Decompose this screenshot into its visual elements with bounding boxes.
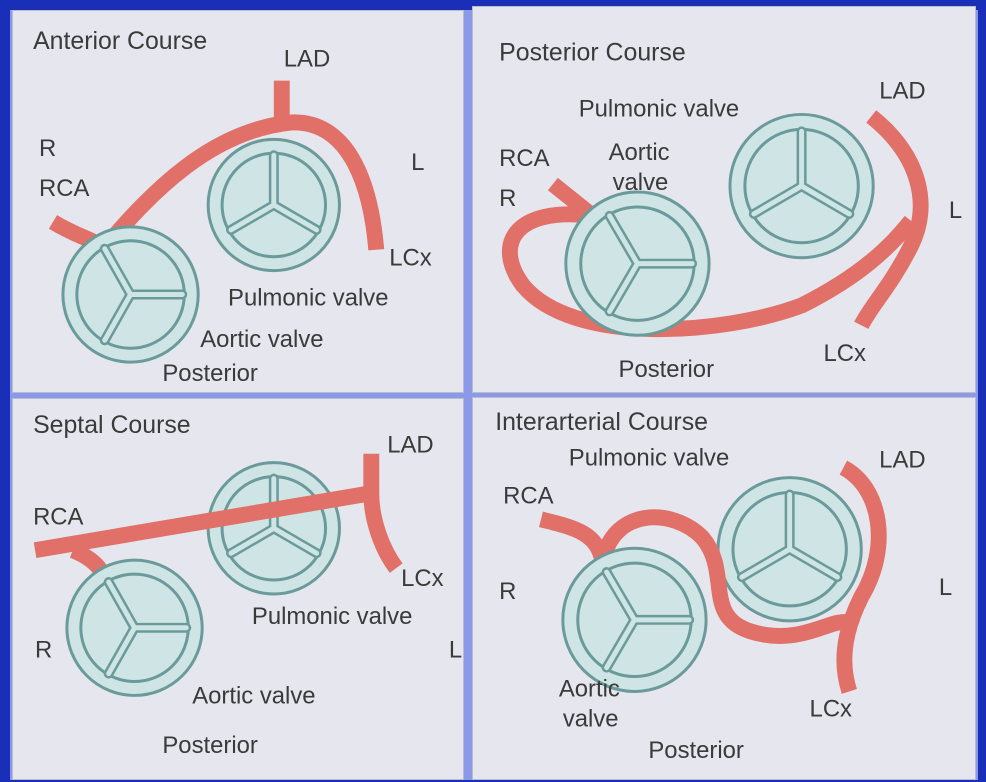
rca-label: RCA xyxy=(33,503,83,530)
aortic-valve-icon xyxy=(563,548,706,691)
lad-label: LAD xyxy=(879,78,925,105)
posterior-label: Posterior xyxy=(619,356,715,383)
interarterial-diagram: Interarterial Course Pulmonic valve LAD … xyxy=(473,398,975,779)
rca-label: RCA xyxy=(39,175,89,202)
aortic-valve-label: Aortic valve xyxy=(192,682,315,709)
panel-posterior-course: Posterior Course LAD Pulmonic valve RCA … xyxy=(472,6,976,393)
aortic-valve-label-2: valve xyxy=(613,169,669,196)
panel-title: Septal Course xyxy=(33,411,191,439)
lcx-label: LCx xyxy=(389,245,431,272)
pulmonic-valve-icon xyxy=(208,139,339,270)
pulmonic-valve-label: Pulmonic valve xyxy=(252,603,412,630)
aortic-valve-icon xyxy=(67,560,202,695)
r-label: R xyxy=(499,185,516,212)
rca-label: RCA xyxy=(499,145,549,172)
pulmonic-valve-label: Pulmonic valve xyxy=(579,95,739,122)
r-label: R xyxy=(39,135,56,162)
posterior-label: Posterior xyxy=(648,737,744,764)
aortic-valve-label: Aortic valve xyxy=(200,326,323,353)
pulmonic-valve-icon xyxy=(718,478,861,621)
lad-label: LAD xyxy=(387,432,433,459)
aortic-valve-icon xyxy=(566,192,709,335)
r-label: R xyxy=(499,578,516,605)
lcx-label: LCx xyxy=(823,340,865,367)
panel-septal-course: Septal Course LAD RCA LCx Pulmonic valve… xyxy=(12,398,464,780)
posterior-label: Posterior xyxy=(162,732,258,759)
lcx-label: LCx xyxy=(401,565,443,592)
posterior-diagram: Posterior Course LAD Pulmonic valve RCA … xyxy=(473,7,975,392)
l-label: L xyxy=(411,149,424,176)
aortic-valve-icon xyxy=(63,227,198,362)
panel-anterior-course: Anterior Course LAD R RCA L LCx Pulmonic… xyxy=(12,10,464,393)
pulmonic-valve-icon xyxy=(208,463,339,594)
panel-title: Posterior Course xyxy=(499,39,686,67)
l-label: L xyxy=(949,197,962,224)
anterior-diagram: Anterior Course LAD R RCA L LCx Pulmonic… xyxy=(13,11,463,392)
panel-title: Interarterial Course xyxy=(495,408,708,436)
panel-title: Anterior Course xyxy=(33,27,207,55)
septal-diagram: Septal Course LAD RCA LCx Pulmonic valve… xyxy=(13,399,463,779)
aortic-valve-label-2: valve xyxy=(563,705,619,732)
lad-label: LAD xyxy=(879,447,925,474)
lcx-label: LCx xyxy=(810,695,852,722)
r-label: R xyxy=(35,637,52,664)
rca-artery xyxy=(541,519,603,562)
aortic-valve-label: Aortic xyxy=(559,675,620,702)
l-label: L xyxy=(449,637,462,664)
rca-label: RCA xyxy=(503,482,553,509)
lad-lcx-artery xyxy=(371,454,396,568)
pulmonic-valve-icon xyxy=(730,114,873,257)
pulmonic-valve-label: Pulmonic valve xyxy=(228,284,388,311)
posterior-label: Posterior xyxy=(162,360,258,387)
aortic-valve-label: Aortic xyxy=(609,139,670,166)
lad-label: LAD xyxy=(284,46,330,73)
l-label: L xyxy=(939,574,952,601)
pulmonic-valve-label: Pulmonic valve xyxy=(569,445,729,472)
lad-lcx-artery xyxy=(861,116,920,325)
panel-interarterial-course: Interarterial Course Pulmonic valve LAD … xyxy=(472,397,976,780)
